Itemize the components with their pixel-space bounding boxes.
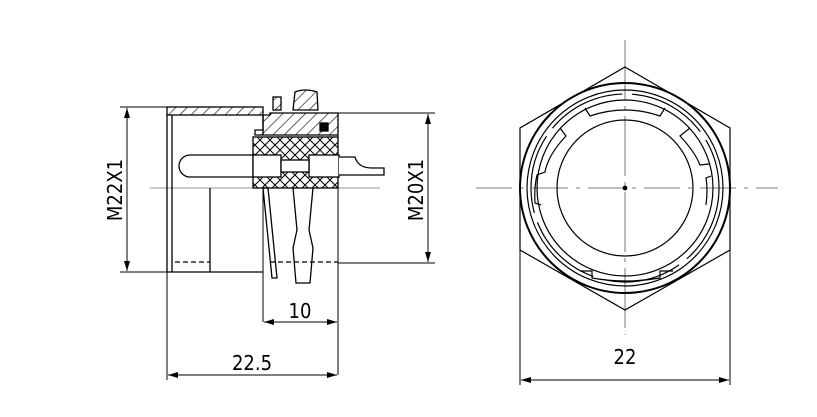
hex-nut [519,66,731,311]
front-view [476,40,778,335]
dim-10: 10 [289,299,312,323]
clip [262,187,278,279]
lever [292,187,314,284]
dim-m22x1: M22X1 [103,159,127,221]
dim-22-5: 22.5 [232,351,272,375]
dim-m20x1: M20X1 [404,159,428,221]
keyed-ring [534,107,712,282]
side-dimensions [120,106,435,380]
knurled-ring [292,89,319,111]
bore [556,119,694,257]
contact-pin [178,154,254,178]
tube-thread-section [166,106,264,116]
seal-ring [319,122,329,132]
side-view [150,89,385,375]
front-dimensions [519,250,731,385]
latch-block [272,96,282,111]
dim-22: 22 [614,345,637,369]
